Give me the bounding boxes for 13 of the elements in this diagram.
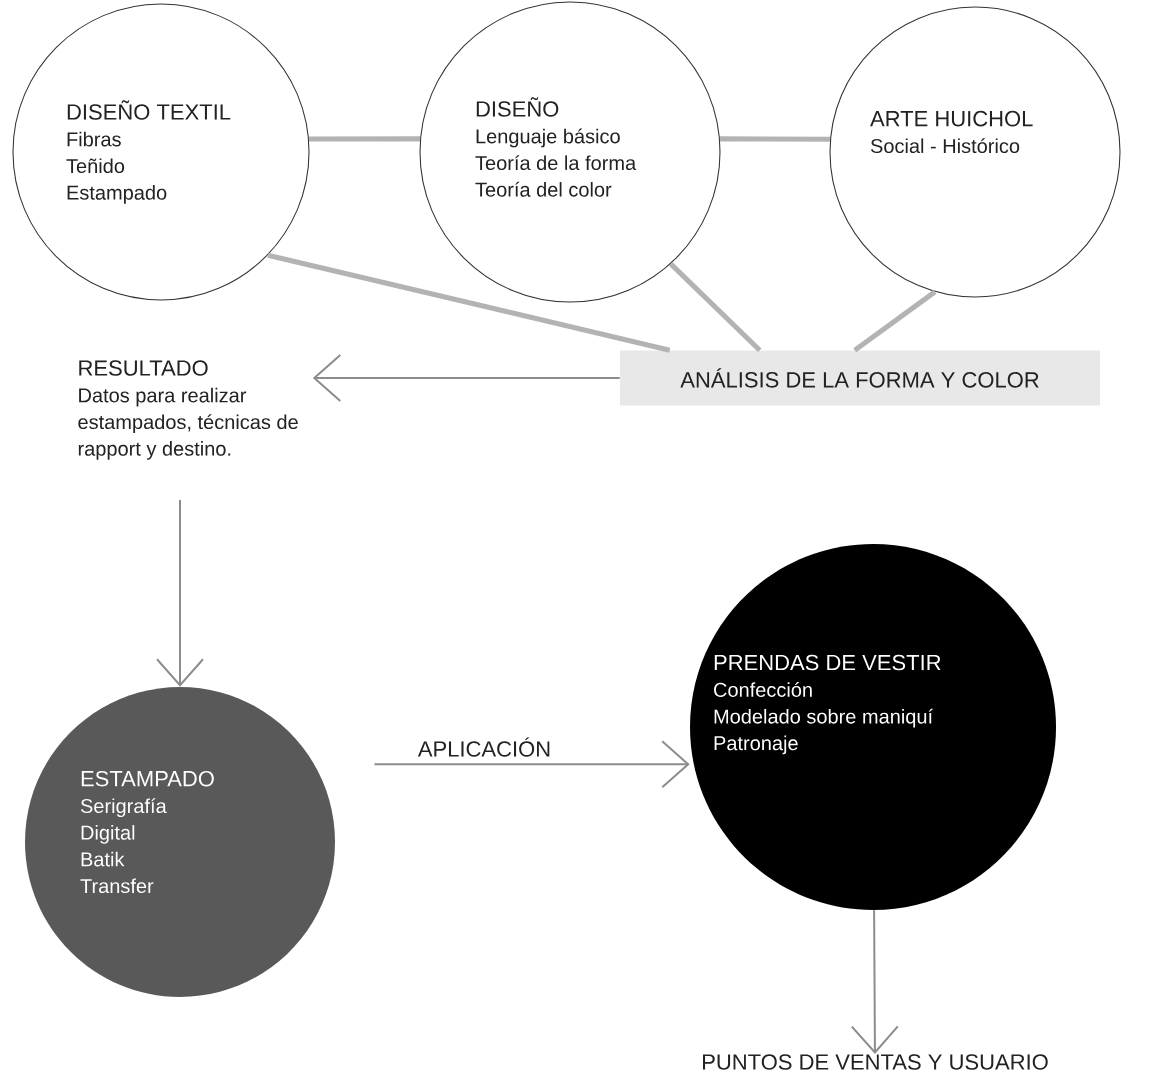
arrow [850,909,899,1054]
output-text: PUNTOS DE VENTAS Y USUARIO [703,1054,1048,1070]
connector-line [267,252,671,353]
arrow [156,499,204,687]
connector-line [719,136,831,142]
result-text: RESULTADO Datos para realizar estampados, técnicas de rapport y destino. [78,360,298,460]
arrow [312,354,621,402]
arrow [373,740,690,789]
connector-line [308,136,421,142]
label-box: ANÁLISIS DE LA FORMA Y COLOR [620,350,1100,406]
connector-line [668,262,762,353]
connector-line [853,289,937,353]
edge-label: APLICACIÓN [416,736,553,759]
